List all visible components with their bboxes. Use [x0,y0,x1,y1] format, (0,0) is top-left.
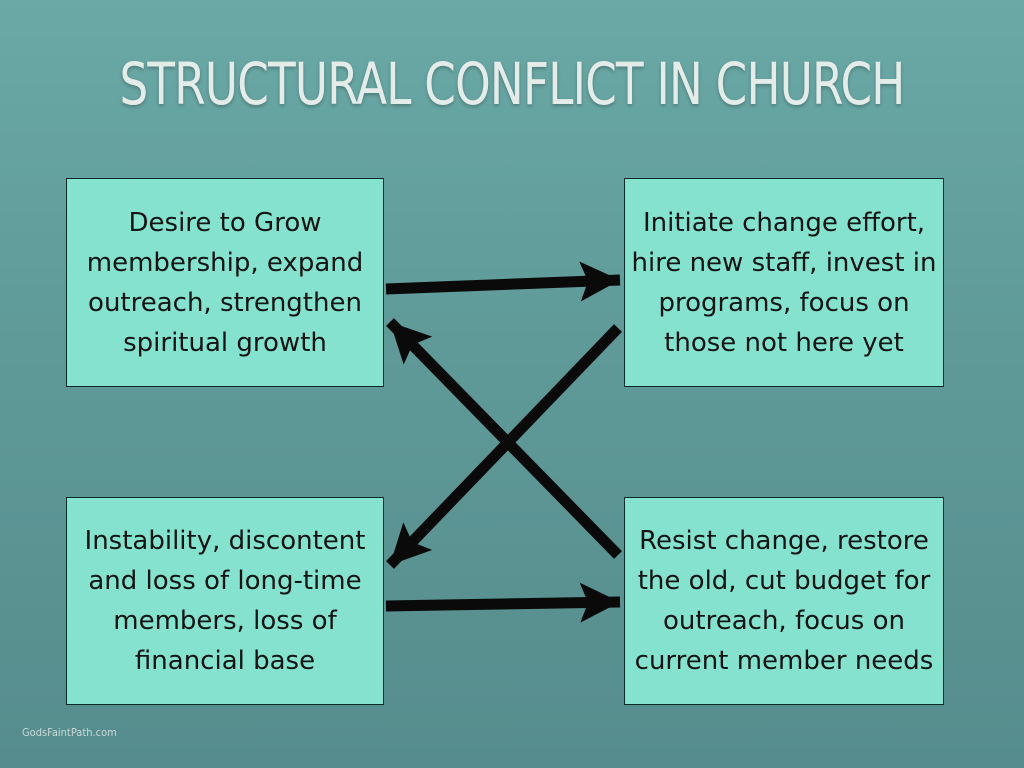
box-instability-text: Instability, discontent and loss of long… [84,526,366,676]
box-desire-to-grow-text: Desire to Grow membership, expand outrea… [86,207,364,358]
arrow-resist-to-grow [386,318,622,559]
box-instability: Instability, discontent and loss of long… [66,497,384,705]
box-desire-to-grow: Desire to Grow membership, expand outrea… [66,178,384,387]
arrow-instability-to-resist [385,582,621,623]
box-resist-change-text: Resist change, restore the old, cut budg… [634,526,934,676]
watermark: GodsFaintPath.com [22,726,117,739]
arrow-grow-to-initiate [385,261,621,302]
arrow-initiate-to-instability [386,324,622,569]
box-initiate-change-text: Initiate change effort, hire new staff, … [631,207,937,358]
box-initiate-change: Initiate change effort, hire new staff, … [624,178,944,387]
box-resist-change: Resist change, restore the old, cut budg… [624,497,944,705]
slide-title: STRUCTURAL CONFLICT IN CHURCH [119,50,905,118]
